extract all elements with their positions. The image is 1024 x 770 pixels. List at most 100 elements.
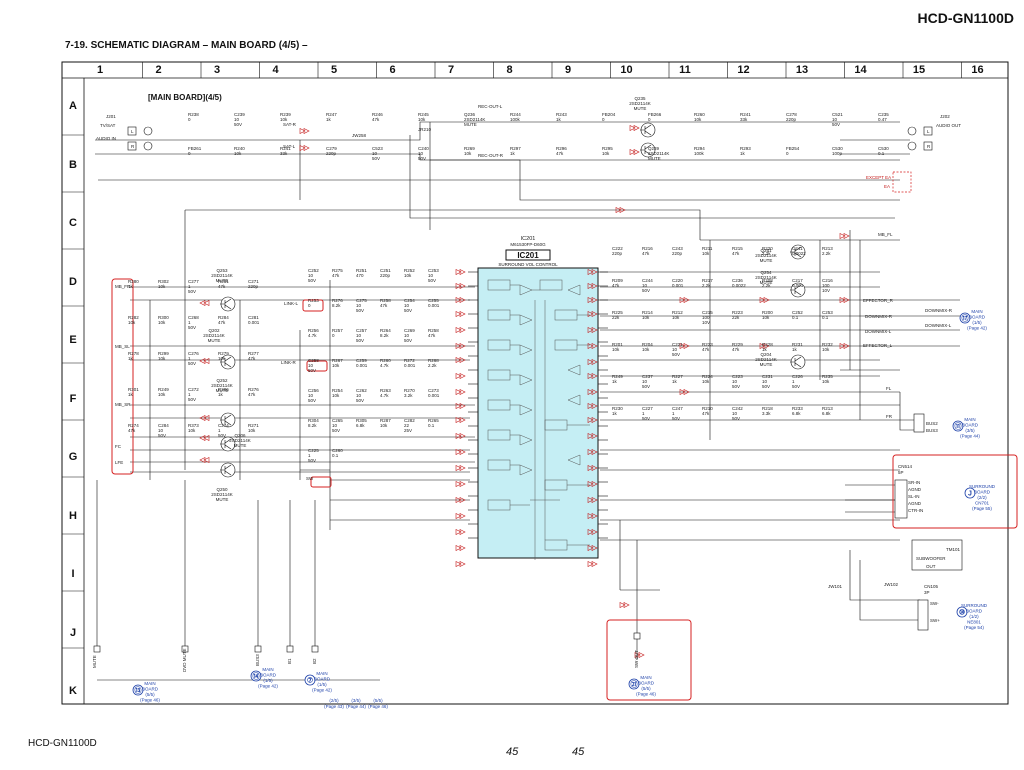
component-label: C222 <box>612 246 623 251</box>
component-label: 1k <box>740 151 746 156</box>
component-label: C247 <box>672 406 683 411</box>
component-label: R235 <box>822 374 833 379</box>
component-label: 50V <box>642 384 650 389</box>
column-index <box>142 62 962 78</box>
component-label: 0.1 <box>428 423 435 428</box>
board-ref-text: MAIN <box>262 667 273 672</box>
column-number: 6 <box>389 64 396 76</box>
transistor-leads <box>790 284 802 296</box>
ic201-label: IC201 <box>517 251 539 260</box>
signal-arrow <box>455 433 466 439</box>
component-label: R249 <box>612 374 623 379</box>
cn105-pin-sw-minus: SW- <box>930 601 939 606</box>
signal-arrow <box>455 283 466 289</box>
component-label: 47k <box>372 117 380 122</box>
component-label: 0.001 <box>428 393 440 398</box>
component-label: 0 <box>188 117 191 122</box>
component-label: C273 <box>428 388 439 393</box>
component-label: R267 <box>332 358 343 363</box>
signal-arrow <box>839 233 850 239</box>
signal-rec-out-r: REC-OUT-R <box>478 153 504 158</box>
component-label: R268 <box>428 358 439 363</box>
bottom-sw-out-label: SW OUT <box>634 650 639 668</box>
signal-arrow <box>199 358 210 364</box>
component-label: 10k <box>158 392 166 397</box>
component-label: R305 <box>356 418 367 423</box>
component-label: R295 <box>602 146 613 151</box>
component-label: 220p <box>786 117 797 122</box>
board-ref-text: BOARD <box>314 677 331 682</box>
column-number: 8 <box>506 64 513 76</box>
transistor-symbols <box>220 122 806 478</box>
component-label: 10k <box>762 315 770 320</box>
component-label: Q239 <box>648 146 660 151</box>
component-label: 10k <box>418 117 426 122</box>
component-label: C251 <box>380 268 391 273</box>
signal-arrow <box>455 311 466 317</box>
signal-downmix-l: DOWNMIX-L <box>925 323 952 328</box>
component-label: 1k <box>218 392 224 397</box>
component-label: FB261 <box>188 146 202 151</box>
board-ref-text: (5/5) <box>145 692 155 697</box>
column-number: 2 <box>155 64 162 76</box>
signal-arrow <box>619 602 630 608</box>
board-ref-circle <box>952 420 964 432</box>
transistor-label: 2SD2114K <box>229 438 250 443</box>
component-label: R225 <box>612 310 623 315</box>
cn514-pin-label: SL-IN <box>908 494 920 499</box>
signal-link-l: LINK-L <box>284 301 299 306</box>
j202-label-audio-out: AUDIO OUT <box>936 123 961 128</box>
board-ref-number: ⑰ <box>962 314 969 323</box>
component-label: R232 <box>822 342 833 347</box>
signal-jr210: JR210 <box>418 127 432 132</box>
signal-fr: FR <box>886 414 893 419</box>
component-label: C235 <box>878 112 889 117</box>
component-label: R213 <box>822 246 833 251</box>
signal-ea: EA <box>884 184 890 189</box>
ic201-ref: IC201 <box>521 236 536 242</box>
component-label: R214 <box>642 310 653 315</box>
component-label: 47k <box>702 411 710 416</box>
component-label: 1k <box>612 379 618 384</box>
component-label: 8.2k <box>308 423 317 428</box>
component-label: C262 <box>356 388 367 393</box>
component-label: 0.001 <box>792 283 804 288</box>
component-label: C269 <box>404 328 415 333</box>
j201-pin-l: L <box>131 129 134 134</box>
board-ref-circle <box>959 312 971 324</box>
component-label: 10k <box>158 284 166 289</box>
component-label: 50V <box>642 288 650 293</box>
component-label: C272 <box>188 387 199 392</box>
component-label: R213 <box>822 406 833 411</box>
component-label: R270 <box>404 388 415 393</box>
board-ref-text: CN701 <box>975 501 990 506</box>
component-label: R276 <box>248 387 259 392</box>
row-letter: I <box>71 568 75 580</box>
component-label: 1 <box>188 284 191 289</box>
component-label: 1 <box>188 356 191 361</box>
component-label: R231 <box>792 342 803 347</box>
cn514-ref: CN514 <box>898 464 913 469</box>
board-ref-text: (1/5) <box>972 320 982 325</box>
component-label: 47k <box>428 333 436 338</box>
transistor-label: MUTE <box>634 106 647 111</box>
component-label: 1k <box>128 284 134 289</box>
component-label: R209 <box>612 278 623 283</box>
component-label: 4.7k <box>308 333 317 338</box>
component-label: Q236 <box>464 112 476 117</box>
signal-fl: FL <box>886 386 892 391</box>
j202-pin-l: L <box>927 129 930 134</box>
component-label: 0.47 <box>878 117 887 122</box>
signal-sw: SW <box>306 476 314 481</box>
transistor-leads <box>220 356 232 368</box>
component-label: FB266 <box>648 112 662 117</box>
signal-arrow <box>299 128 310 134</box>
component-label: R261 <box>218 279 229 284</box>
bottom-mute-label: MUTE <box>92 655 97 668</box>
signal-arrow <box>679 343 690 349</box>
component-label: C253 <box>428 268 439 273</box>
transistor-label: Q204 <box>760 352 772 357</box>
column-number: 15 <box>912 64 926 76</box>
signal-arrow <box>587 269 598 275</box>
component-label: 100 <box>822 283 830 288</box>
